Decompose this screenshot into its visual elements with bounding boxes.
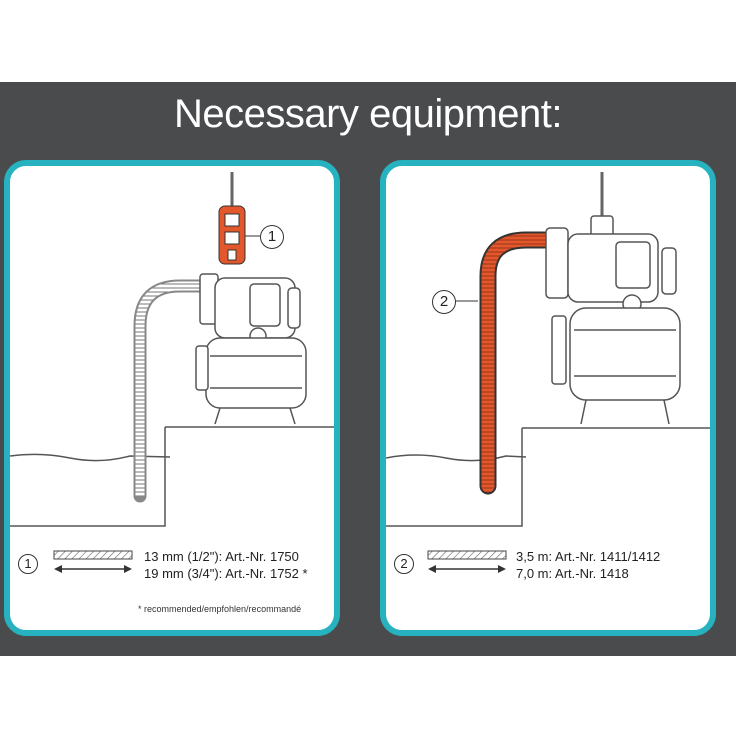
legend-line-2: 7,0 m: Art.-Nr. 1418 (516, 566, 629, 581)
pump-unit (545, 215, 681, 425)
suction-hose-highlight (481, 233, 551, 493)
footnote: * recommended/empfohlen/recommandé (138, 604, 302, 614)
pump-unit (195, 273, 307, 425)
hose-symbol-right (427, 550, 507, 573)
legend-number-1: 1 (18, 554, 38, 574)
suction-hose-ribs (135, 281, 200, 496)
pump-illustration-left (10, 172, 334, 527)
ground-ledge-side (386, 428, 523, 527)
suction-hose-outline (479, 231, 553, 495)
legend-line-1: 3,5 m: Art.-Nr. 1411/1412 (516, 549, 661, 564)
suction-hose-grey (133, 279, 207, 503)
hose-connector-highlight (218, 205, 246, 265)
pump-illustration-right (386, 172, 710, 527)
ground-ledge-side (10, 427, 166, 527)
water-line (10, 453, 171, 462)
water-line (386, 454, 527, 462)
panel-connector: 1 1 13 mm (1/2"): Art.-Nr. 1750 19 mm (3… (4, 160, 340, 636)
page-title: Necessary equipment: (174, 92, 562, 136)
callout-2: 2 (432, 290, 456, 314)
panel-suction-hose: 2 2 3,5 m: Art.-Nr. 1411/1412 7,0 m: Art… (380, 160, 716, 636)
legend-number-2: 2 (394, 554, 414, 574)
legend-line-2: 19 mm (3/4"): Art.-Nr. 1752 * (144, 566, 308, 581)
callout-1: 1 (260, 225, 284, 249)
hose-symbol-left (53, 550, 133, 573)
legend-line-1: 13 mm (1/2"): Art.-Nr. 1750 (144, 549, 299, 564)
